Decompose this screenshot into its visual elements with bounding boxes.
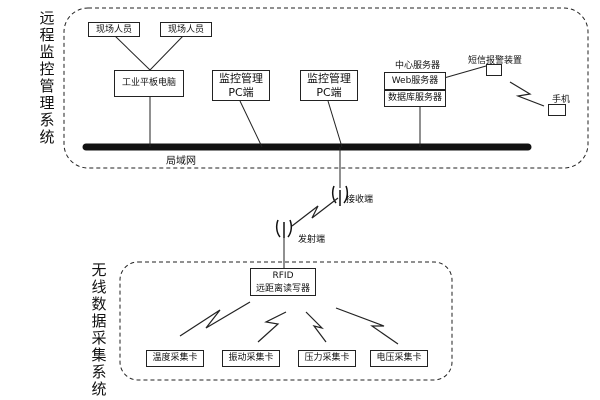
wireless-link-card-3	[305, 311, 327, 343]
transmitter-label: 发射端	[298, 235, 326, 245]
card-pressure: 压力采集卡	[298, 350, 356, 367]
wireless-link-phone	[509, 81, 545, 107]
card-vibration: 振动采集卡	[222, 350, 280, 367]
rfid-reader-box: RFID 远距离读写器	[250, 268, 316, 296]
db-server-box: 数据库服务器	[384, 90, 446, 107]
wireless-system-title: 无线数据采集系统	[91, 261, 107, 398]
wireless-link-card-1	[179, 301, 251, 337]
monitor-pc-1-line2: PC端	[228, 86, 254, 99]
remote-system-frame	[63, 7, 589, 169]
monitor-pc-2-line2: PC端	[316, 86, 342, 99]
monitor-pc-2-line1: 监控管理	[307, 72, 351, 85]
receiver-antenna	[331, 185, 349, 206]
rfid-line2: 远距离读写器	[255, 284, 310, 294]
monitor-pc-box-2: 监控管理 PC端	[300, 70, 358, 101]
phone-box	[548, 104, 566, 116]
transmitter-antenna	[275, 219, 293, 238]
card-voltage: 电压采集卡	[370, 350, 428, 367]
connection-lines	[113, 34, 487, 268]
web-server-box: Web服务器	[384, 72, 446, 90]
center-server-label: 中心服务器	[395, 61, 441, 71]
sms-alarm-label: 短信报警装置	[468, 56, 523, 66]
wireless-system-frame	[119, 261, 453, 381]
field-person-box-1: 现场人员	[88, 22, 140, 37]
sms-alarm-box	[486, 64, 502, 76]
receiver-label: 接收端	[346, 195, 374, 205]
card-temperature: 温度采集卡	[146, 350, 204, 367]
industrial-tablet-box: 工业平板电脑	[114, 70, 184, 97]
lan-label: 局域网	[166, 156, 196, 167]
rfid-line1: RFID	[272, 271, 294, 281]
wireless-link-card-2	[257, 311, 287, 343]
monitor-pc-1-line1: 监控管理	[219, 72, 263, 85]
remote-system-title: 远程监控管理系统	[39, 9, 55, 146]
wireless-link-main	[291, 197, 339, 227]
field-person-box-2: 现场人员	[160, 22, 212, 37]
phone-label: 手机	[552, 95, 571, 105]
wireless-link-card-4	[335, 307, 399, 345]
monitor-pc-box-1: 监控管理 PC端	[212, 70, 270, 101]
